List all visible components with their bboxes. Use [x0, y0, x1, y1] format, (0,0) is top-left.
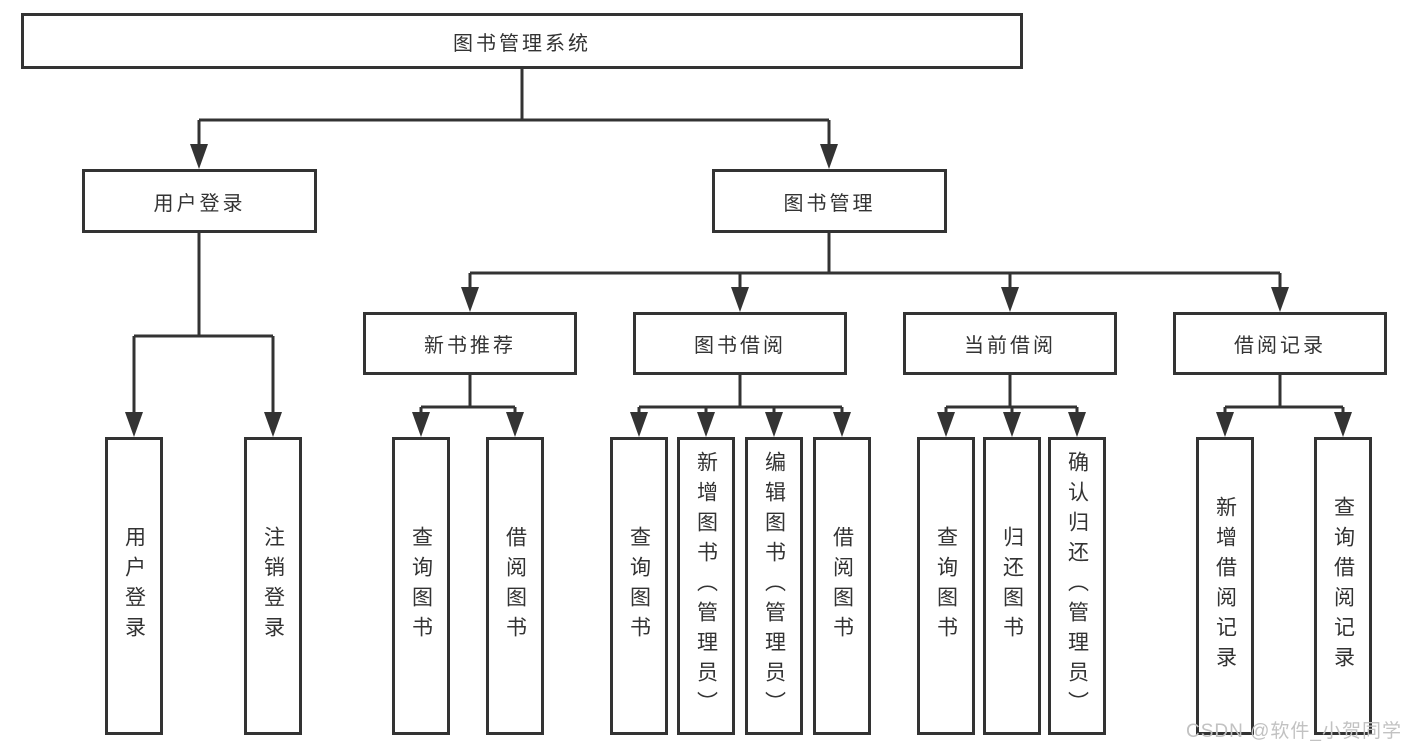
- node-leaf-user-login: 用户登录: [105, 437, 163, 735]
- node-leaf-query-borrow-record: 查询借阅记录: [1314, 437, 1372, 735]
- node-leaf-borrow-books-borrowing: 借阅图书: [813, 437, 871, 735]
- node-leaf-query-books-borrowing: 查询图书: [610, 437, 668, 735]
- node-book-borrowing: 图书借阅: [633, 312, 847, 375]
- node-borrowing-records: 借阅记录: [1173, 312, 1387, 375]
- node-leaf-return-books: 归还图书: [983, 437, 1041, 735]
- node-book-management: 图书管理: [712, 169, 947, 233]
- node-current-borrowing: 当前借阅: [903, 312, 1117, 375]
- node-leaf-add-borrow-record: 新增借阅记录: [1196, 437, 1254, 735]
- node-leaf-query-books-recommend: 查询图书: [392, 437, 450, 735]
- node-leaf-logout: 注销登录: [244, 437, 302, 735]
- node-leaf-edit-books-admin: 编辑图书（管理员）: [745, 437, 803, 735]
- node-leaf-add-books-admin: 新增图书（管理员）: [677, 437, 735, 735]
- node-leaf-query-books-current: 查询图书: [917, 437, 975, 735]
- node-user-login: 用户登录: [82, 169, 317, 233]
- watermark-text: CSDN @软件_小贺同学: [1186, 721, 1402, 742]
- node-leaf-confirm-return-admin: 确认归还（管理员）: [1048, 437, 1106, 735]
- node-library-management-system: 图书管理系统: [21, 13, 1023, 69]
- node-leaf-borrow-books-recommend: 借阅图书: [486, 437, 544, 735]
- node-new-book-recommend: 新书推荐: [363, 312, 577, 375]
